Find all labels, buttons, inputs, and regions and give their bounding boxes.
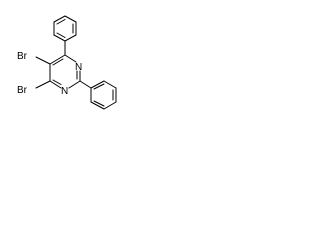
bond bbox=[90, 80, 105, 89]
double-bond-inner bbox=[56, 32, 66, 38]
top-phenyl-ring bbox=[53, 15, 77, 42]
bromine-upper-label: Br bbox=[17, 51, 28, 62]
bond bbox=[64, 54, 77, 63]
bond bbox=[35, 56, 51, 65]
bond bbox=[103, 101, 117, 110]
chemical-structure-diagram: Br Br N N bbox=[17, 15, 117, 110]
bond bbox=[49, 80, 62, 89]
double-bond-inner bbox=[56, 19, 66, 25]
nitrogen-bottom-label: N bbox=[61, 86, 68, 97]
bond bbox=[68, 80, 81, 89]
double-bond-inner bbox=[93, 100, 105, 107]
bond bbox=[90, 101, 105, 110]
lower-phenyl-ring bbox=[90, 80, 117, 110]
bond bbox=[53, 34, 66, 42]
bond bbox=[53, 15, 66, 23]
bond bbox=[64, 34, 77, 42]
double-bond-inner bbox=[52, 79, 62, 85]
double-bond-inner bbox=[52, 58, 64, 66]
bromine-lower-label: Br bbox=[17, 85, 28, 96]
double-bond-inner bbox=[93, 83, 105, 90]
bond bbox=[103, 80, 117, 89]
bond bbox=[64, 15, 77, 23]
nitrogen-right-label: N bbox=[75, 62, 82, 73]
bond bbox=[35, 80, 51, 89]
pyrimidine-ring bbox=[49, 54, 81, 89]
bond bbox=[49, 54, 66, 65]
bond bbox=[79, 80, 92, 89]
